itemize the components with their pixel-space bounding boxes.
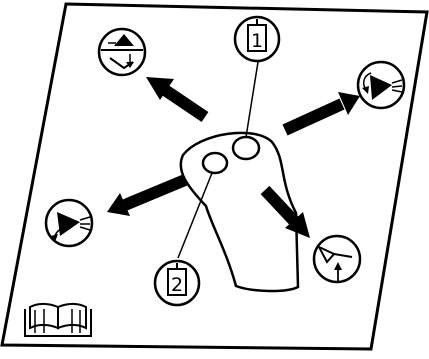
callout-button-2: 2 — [153, 259, 201, 307]
leader-line-2 — [177, 172, 213, 259]
callout-1-label: 1 — [251, 30, 263, 52]
operator-manual-book-icon — [24, 303, 92, 337]
arrow-down-left — [107, 174, 188, 216]
button-1-ellipse — [231, 135, 261, 161]
boom-raise-icon — [312, 234, 362, 284]
arrow-up-left — [146, 77, 209, 122]
callout-button-1: 1 — [233, 15, 281, 63]
bucket-rollback-icon — [44, 198, 94, 248]
callout-2-label: 2 — [171, 274, 183, 296]
boom-lower-float-icon — [97, 27, 147, 77]
leader-line-1 — [245, 61, 259, 138]
button-2-ellipse — [201, 151, 229, 175]
arrow-up-right — [282, 92, 360, 136]
arrow-down-right — [260, 185, 310, 238]
bucket-dump-icon — [356, 60, 406, 110]
